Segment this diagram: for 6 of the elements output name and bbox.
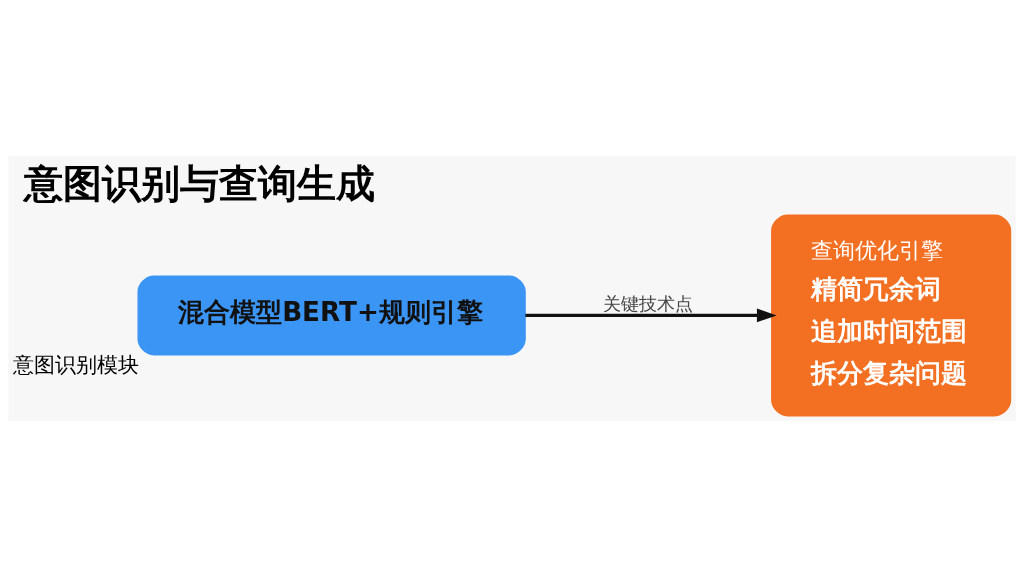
node-label: 意图识别模块	[12, 352, 139, 377]
node-box: 混合模型BERT+规则引擎	[137, 274, 526, 355]
node-box: 查询优化引擎 精简冗余词 追加时间范围 拆分复杂问题	[771, 213, 1012, 416]
diagram-title: 意图识别与查询生成	[23, 159, 375, 206]
edge-label: 关键技术点	[603, 292, 694, 314]
arrow	[525, 308, 777, 322]
